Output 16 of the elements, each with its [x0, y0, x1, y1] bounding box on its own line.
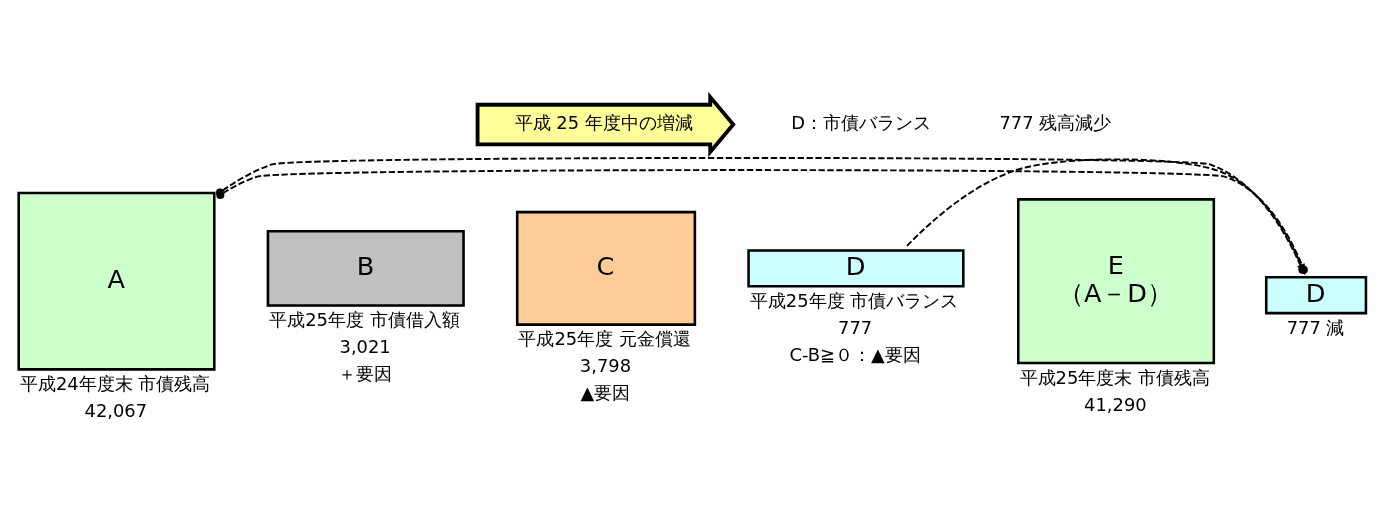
node-label: 平成25年度末 市債残高 [1019, 366, 1210, 388]
node-label: 3,798 [579, 355, 632, 377]
label: 777 残高減少 [999, 112, 1112, 134]
node-label: 平成25年度 元金償還 [518, 328, 691, 350]
node-label: ▲要因 [580, 382, 631, 404]
node-label: 3,021 [339, 336, 391, 358]
node-label: 平成25年度 市債バランス [749, 289, 959, 311]
label: D：市債バランス [791, 112, 931, 134]
node-label: ＋要因 [338, 362, 393, 384]
node-label: 平成24年度末 市債残高 [19, 373, 211, 395]
node-label: 42,067 [84, 399, 148, 421]
node-label: C-B≧０：▲要因 [789, 343, 921, 365]
node-label: 平成25年度 市債借入額 [269, 309, 460, 331]
node-label: 777 減 [1286, 316, 1345, 338]
node-label: 41,290 [1084, 393, 1147, 415]
node-label: 777 [838, 316, 873, 338]
